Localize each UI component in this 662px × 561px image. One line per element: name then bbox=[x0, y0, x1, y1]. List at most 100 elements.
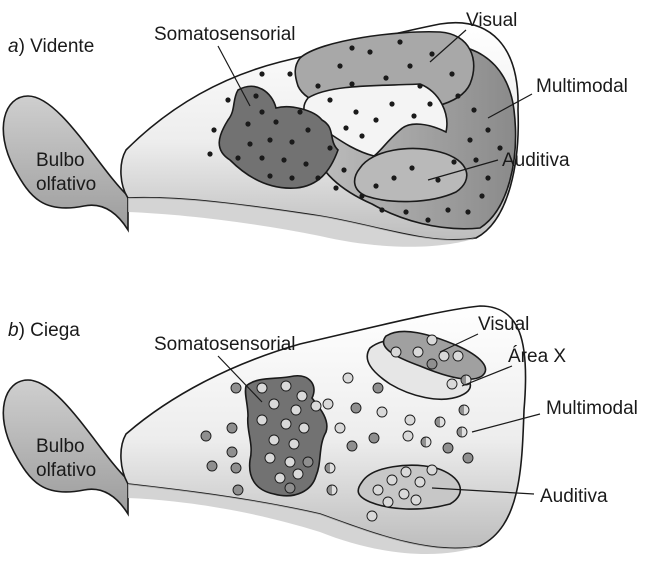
panel-b-neuron-circle bbox=[387, 475, 397, 485]
panel-b-neuron-circle bbox=[291, 405, 301, 415]
panel-a-olfactory-label-1: Bulbo bbox=[36, 150, 85, 171]
panel-a-neuron-dot bbox=[465, 209, 470, 214]
panel-a-neuron-dot bbox=[297, 109, 302, 114]
panel-b-neuron-circle bbox=[231, 383, 241, 393]
panel-a-neuron-dot bbox=[485, 127, 490, 132]
panel-b-neuron-circle bbox=[311, 401, 321, 411]
panel-a-neuron-dot bbox=[281, 157, 286, 162]
panel-b-neuron-circle bbox=[391, 347, 401, 357]
panel-b-neuron-circle bbox=[369, 433, 379, 443]
panel-b-neuron-circle bbox=[383, 497, 393, 507]
panel-a-neuron-dot bbox=[397, 39, 402, 44]
panel-b-neuron-circle bbox=[415, 477, 425, 487]
panel-a-neuron-dot bbox=[259, 71, 264, 76]
panel-b-neuron-circle bbox=[201, 431, 211, 441]
panel-a-neuron-dot bbox=[479, 193, 484, 198]
panel-a-neuron-dot bbox=[427, 101, 432, 106]
panel-a-neuron-dot bbox=[267, 173, 272, 178]
panel-a-neuron-dot bbox=[429, 51, 434, 56]
panel-a-neuron-dot bbox=[379, 207, 384, 212]
panel-a-neuron-dot bbox=[253, 93, 258, 98]
panel-a-neuron-dot bbox=[305, 127, 310, 132]
panel-b-neuron-circle bbox=[377, 407, 387, 417]
panel-a-neuron-dot bbox=[211, 127, 216, 132]
panel-b-neuron-circle bbox=[427, 359, 437, 369]
panel-b-neuron-circle bbox=[411, 495, 421, 505]
panel-b-neuron-circle bbox=[367, 511, 377, 521]
panel-a-neuron-dot bbox=[315, 83, 320, 88]
panel-b-neuron-circle bbox=[285, 457, 295, 467]
panel-b-neuron-circle bbox=[257, 415, 267, 425]
panel-b-neuron-circle bbox=[343, 373, 353, 383]
panel-b-visual-label: Visual bbox=[478, 314, 529, 335]
panel-b-neuron-circle bbox=[299, 423, 309, 433]
panel-b-neuron-circle bbox=[447, 379, 457, 389]
panel-a-neuron-dot bbox=[425, 217, 430, 222]
panel-a-neuron-dot bbox=[225, 97, 230, 102]
panel-b-neuron-circle bbox=[257, 383, 267, 393]
panel-b-neuron-circle bbox=[327, 485, 337, 495]
panel-a-neuron-dot bbox=[485, 175, 490, 180]
panel-b-neuron-circle bbox=[335, 423, 345, 433]
panel-b-neuron-circle bbox=[439, 351, 449, 361]
panel-a-neuron-dot bbox=[343, 125, 348, 130]
panel-a-neuron-dot bbox=[303, 161, 308, 166]
panel-a-neuron-dot bbox=[451, 159, 456, 164]
panel-a-neuron-dot bbox=[389, 101, 394, 106]
panel-b-olfactory-label-1: Bulbo bbox=[36, 436, 85, 457]
panel-b-neuron-circle bbox=[351, 403, 361, 413]
panel-a-neuron-dot bbox=[289, 139, 294, 144]
panel-b-neuron-circle bbox=[435, 417, 445, 427]
panel-a-neuron-dot bbox=[341, 167, 346, 172]
panel-a-neuron-dot bbox=[337, 63, 342, 68]
panel-a-neuron-dot bbox=[207, 151, 212, 156]
panel-b-neuron-circle bbox=[421, 437, 431, 447]
panel-a-neuron-dot bbox=[327, 97, 332, 102]
panel-b-neuron-circle bbox=[459, 405, 469, 415]
panel-a-neuron-dot bbox=[373, 183, 378, 188]
panel-b-neuron-circle bbox=[233, 485, 243, 495]
panel-a-neuron-dot bbox=[473, 157, 478, 162]
panel-b-neuron-circle bbox=[269, 435, 279, 445]
panel-b-neuron-circle bbox=[427, 465, 437, 475]
panel-b-neuron-circle bbox=[373, 485, 383, 495]
panel-b-neuron-circle bbox=[453, 351, 463, 361]
panel-a-neuron-dot bbox=[411, 113, 416, 118]
panel-a-neuron-dot bbox=[359, 193, 364, 198]
panel-b-neuron-circle bbox=[281, 381, 291, 391]
panel-b-neuron-circle bbox=[275, 473, 285, 483]
panel-a-neuron-dot bbox=[259, 109, 264, 114]
panel-a-neuron-dot bbox=[349, 81, 354, 86]
panel-a-neuron-dot bbox=[403, 209, 408, 214]
panel-a-olfactory-label-2: olfativo bbox=[36, 174, 96, 195]
panel-a-neuron-dot bbox=[467, 137, 472, 142]
panel-b-neuron-circle bbox=[207, 461, 217, 471]
panel-a-neuron-dot bbox=[407, 63, 412, 68]
panel-b-neuron-circle bbox=[289, 439, 299, 449]
panel-a-neuron-dot bbox=[445, 207, 450, 212]
panel-a-neuron-dot bbox=[373, 117, 378, 122]
panel-b-neuron-circle bbox=[427, 335, 437, 345]
panel-b-neuron-circle bbox=[285, 483, 295, 493]
panel-b-neuron-circle bbox=[323, 399, 333, 409]
panel-b-neuron-circle bbox=[373, 383, 383, 393]
panel-a-neuron-dot bbox=[247, 141, 252, 146]
panel-a-neuron-dot bbox=[383, 75, 388, 80]
panel-a-neuron-dot bbox=[245, 121, 250, 126]
panel-b-neuron-circle bbox=[265, 453, 275, 463]
panel-a-label: a) Vidente bbox=[8, 36, 94, 57]
panel-b-neuron-circle bbox=[401, 467, 411, 477]
panel-b-neuron-circle bbox=[463, 453, 473, 463]
panel-b-neuron-circle bbox=[227, 447, 237, 457]
panel-b-auditiva-label: Auditiva bbox=[540, 486, 608, 507]
panel-b-area-x-label: Área X bbox=[508, 346, 566, 367]
panel-a-neuron-dot bbox=[349, 45, 354, 50]
panel-b-olfactory-label-2: olfativo bbox=[36, 460, 96, 481]
panel-b-neuron-circle bbox=[227, 423, 237, 433]
panel-a-neuron-dot bbox=[449, 71, 454, 76]
panel-a-multimodal-label: Multimodal bbox=[536, 76, 628, 97]
panel-b-neuron-circle bbox=[231, 463, 241, 473]
panel-a-neuron-dot bbox=[273, 119, 278, 124]
panel-b-neuron-circle bbox=[457, 427, 467, 437]
